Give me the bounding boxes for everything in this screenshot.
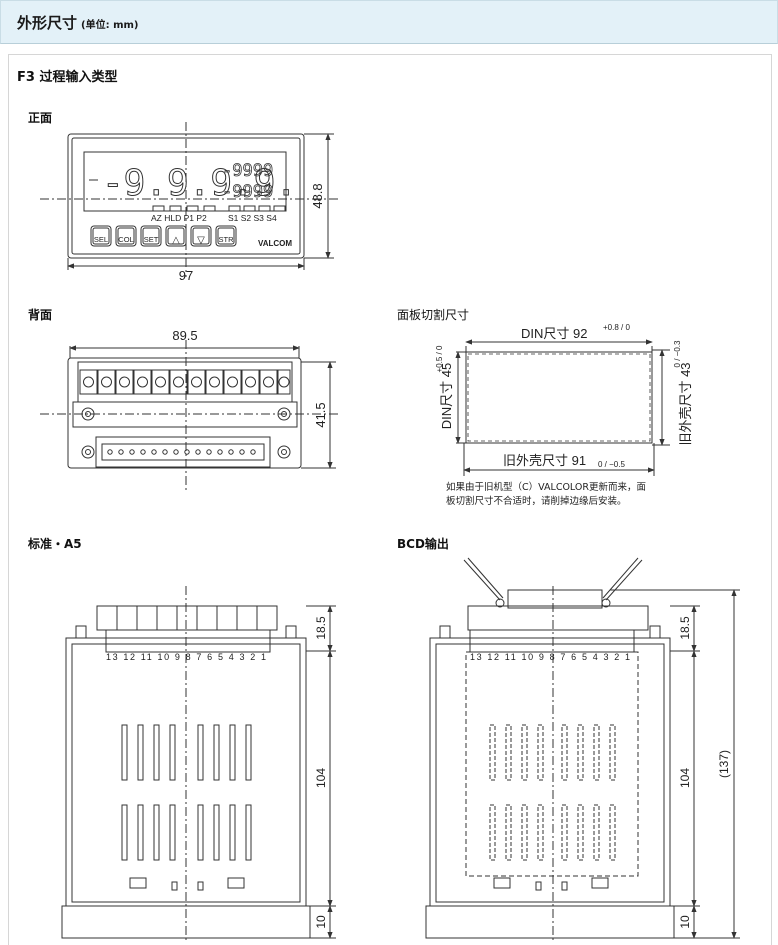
din-width-label: DIN尺寸 92 [521,326,587,341]
old-width-label: 旧外壳尺寸 91 [503,453,586,468]
bcd-view-drawing [425,557,740,941]
str-button: STR [219,235,235,244]
cutout-drawing [455,339,670,476]
bcd-body-dim: 104 [678,768,692,788]
front-width-dim: 97 [179,268,193,283]
front-view-label: 正面 [28,111,53,125]
page-header: 外形尺寸(单位: mm) [0,0,778,44]
back-view-label: 背面 [28,308,53,322]
set-button: SET [144,235,159,244]
unit-label: (单位: mm) [81,20,139,31]
down-button: ▽ [197,235,205,246]
page-title: 外形尺寸(单位: mm) [17,14,139,32]
din-height-label: DIN尺寸 45 [439,363,454,429]
back-height-dim: 41.5 [313,402,328,427]
up-button: △ [172,235,180,246]
bcd-terminal-numbers: 13 12 11 10 9 8 7 6 5 4 3 2 1 [470,652,630,662]
front-view-drawing [40,122,340,277]
standard-view-label: 标准・A5 [28,537,82,551]
col-button: COL [118,235,133,244]
brand-logo: VALCOM [258,239,292,248]
led-labels-left: AZ HLD P1 P2 [151,213,207,223]
bcd-total-dim: (137) [717,750,731,778]
content-panel [8,54,772,945]
section-title: F3 过程输入类型 [17,70,118,85]
front-small-digits-2: -9999 [222,182,273,202]
front-height-dim: 48.8 [310,183,325,208]
old-width-tol: 0 / −0.5 [598,460,625,469]
front-big-digits: -9.9.9.9. [102,163,297,204]
note-line-2: 板切割尺寸不合适时，请削掉边缘后安装。 [446,496,627,507]
standard-view-drawing [61,586,336,941]
back-view-drawing [40,340,340,490]
back-width-dim: 89.5 [172,328,197,343]
bcd-view-label: BCD输出 [397,537,449,551]
standard-terminal-numbers: 13 12 11 10 9 8 7 6 5 4 3 2 1 [106,652,266,662]
din-height-tol: +0.5 / 0 [435,345,444,372]
sel-button: SEL [94,235,108,244]
bcd-top-dim: 18.5 [678,616,692,640]
cutout-note: 如果由于旧机型（C）VALCOLOR更新而来，面 板切割尺寸不合适时，请削掉边缘… [446,481,696,509]
cutout-label: 面板切割尺寸 [397,308,470,322]
old-height-tol: 0 / −0.3 [673,340,682,367]
standard-top-dim: 18.5 [314,616,328,640]
note-line-1: 如果由于旧机型（C）VALCOLOR更新而来，面 [446,482,646,493]
bcd-bottom-dim: 10 [678,915,692,929]
standard-body-dim: 104 [314,768,328,788]
din-width-tol: +0.8 / 0 [603,323,630,332]
front-small-digits-1: -9999 [222,161,273,181]
standard-bottom-dim: 10 [314,915,328,929]
led-labels-right: S1 S2 S3 S4 [228,213,277,223]
old-height-label: 旧外壳尺寸 43 [678,362,693,445]
